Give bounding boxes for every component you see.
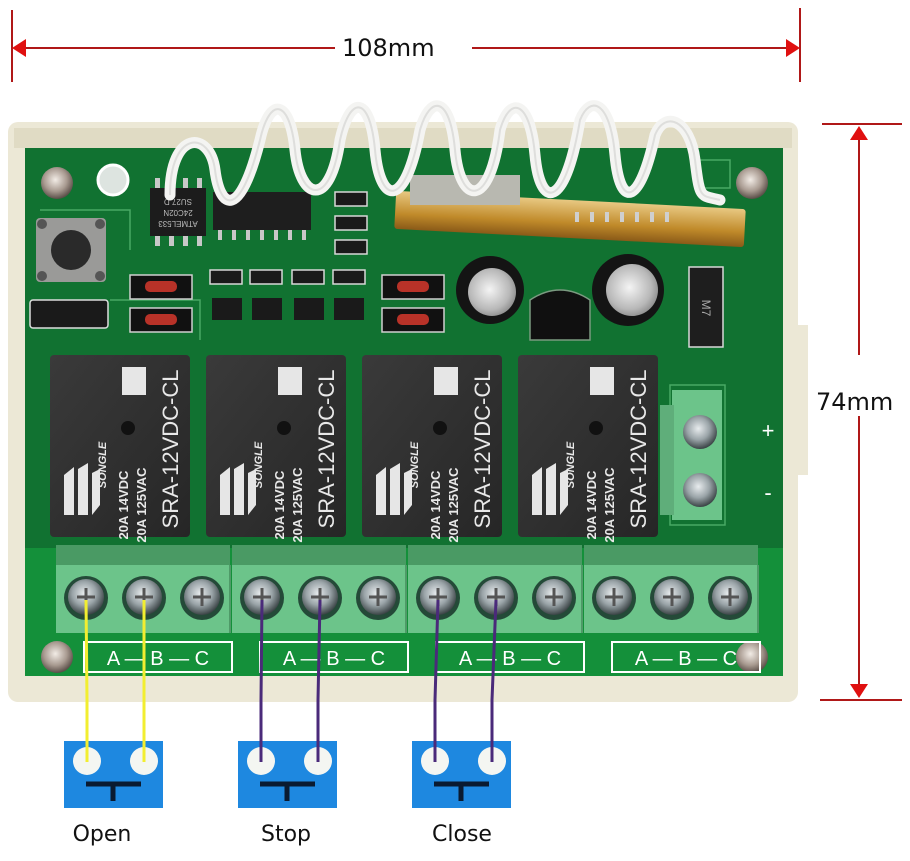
songle-logo-icon	[376, 367, 458, 515]
switch-symbol-icon	[434, 781, 489, 801]
right-arrowhead-icon	[786, 39, 800, 57]
antenna-coil-shade	[169, 104, 721, 202]
power-terminal: + -	[660, 390, 774, 520]
relay-brand: SONGLE	[253, 441, 265, 488]
terminal-label: A — B — C	[459, 648, 561, 670]
relay-model: SRA-12VDC-CL	[314, 370, 339, 529]
screw-icon	[41, 167, 73, 199]
width-dimension	[11, 8, 801, 82]
switch-symbol-icon	[260, 781, 315, 801]
enclosure-tab	[790, 325, 808, 475]
relay-vent-hole	[277, 421, 291, 435]
plus-label: +	[762, 418, 775, 443]
ul-mark-icon	[122, 367, 146, 395]
terminal-group: A — B — C	[232, 545, 409, 673]
screw-icon	[736, 167, 768, 199]
relay-model: SRA-12VDC-CL	[626, 370, 651, 529]
smd-resistors	[209, 191, 368, 285]
wires	[84, 599, 498, 760]
chip-marking: 24C02N	[163, 208, 193, 217]
ul-mark-icon	[278, 367, 302, 395]
songle-logo-icon	[220, 367, 302, 515]
terminal-label: A — B — C	[635, 648, 737, 670]
ul-mark-icon	[590, 367, 614, 395]
left-arrowhead-icon	[12, 39, 26, 57]
wire	[316, 599, 322, 760]
chip-marking: ATMEL533	[158, 219, 198, 228]
relay-rating-dc: 20A 14VDC	[272, 470, 287, 539]
relay-vent-hole	[121, 421, 135, 435]
screw-icon	[41, 641, 73, 673]
relay-rating-dc: 20A 14VDC	[116, 470, 131, 539]
relay-model: SRA-12VDC-CL	[158, 370, 183, 529]
wire	[433, 599, 440, 760]
wire	[259, 599, 264, 760]
relay-rating-ac: 20A 125VAC	[134, 467, 149, 543]
up-arrowhead-icon	[850, 126, 868, 140]
terminal-group: A — B — C	[408, 545, 585, 673]
pushbutton-open[interactable]	[64, 741, 163, 808]
relay-rating-ac: 20A 125VAC	[602, 467, 617, 543]
terminal-top	[408, 545, 582, 567]
relay-rating-ac: 20A 125VAC	[290, 467, 305, 543]
height-label: 74mm	[816, 388, 894, 416]
relay-brand: SONGLE	[97, 441, 109, 488]
relay-rating-ac: 20A 125VAC	[446, 467, 461, 543]
width-label: 108mm	[342, 34, 435, 62]
relay-model: SRA-12VDC-CL	[470, 370, 495, 529]
down-arrowhead-icon	[850, 684, 868, 698]
terminal-top	[584, 545, 758, 567]
diode-marking: M7	[699, 300, 713, 317]
diodes	[129, 274, 445, 333]
relay-rating-dc: 20A 14VDC	[428, 470, 443, 539]
screw-icon	[683, 473, 717, 507]
pushbutton-close[interactable]	[412, 741, 511, 808]
terminal-label-box	[611, 641, 761, 673]
wire	[490, 599, 498, 760]
enclosure-inner-edge	[14, 128, 792, 148]
screw-icon	[736, 641, 768, 673]
chip-marking: SU27 D	[164, 197, 192, 206]
pushbuttons	[64, 741, 511, 808]
tactile-switch	[36, 218, 106, 282]
terminal-label-box	[83, 641, 233, 673]
height-dimension	[820, 123, 902, 701]
open-button-label: Open	[72, 822, 132, 847]
songle-logo-icon	[532, 367, 614, 515]
terminal-top	[232, 545, 406, 567]
terminal-label: A — B — C	[283, 648, 385, 670]
relay-rating-dc: 20A 14VDC	[584, 470, 599, 539]
terminal-group: A — B — C	[584, 545, 761, 673]
relay-brand: SONGLE	[565, 441, 577, 488]
ul-mark-icon	[434, 367, 458, 395]
led-icon	[96, 163, 130, 197]
relay-vent-hole	[589, 421, 603, 435]
eeprom-chip: ATMEL533 24C02N SU27 D	[150, 178, 206, 246]
transistors	[212, 298, 364, 320]
jumper-header	[29, 299, 109, 329]
terminal-top	[56, 545, 230, 567]
terminal-blocks: A — B — C A — B — C A — B — C A — B — C	[56, 545, 761, 673]
wire	[84, 599, 89, 760]
relay-vent-hole	[433, 421, 447, 435]
minus-label: -	[764, 480, 771, 505]
capacitors	[456, 254, 664, 326]
pushbutton-stop[interactable]	[238, 741, 337, 808]
relay-brand: SONGLE	[409, 441, 421, 488]
voltage-regulator	[529, 289, 591, 341]
songle-logo-icon	[64, 367, 146, 515]
close-button-label: Close	[432, 822, 492, 847]
switch-symbol-icon	[86, 781, 141, 801]
stop-button-label: Stop	[260, 822, 311, 847]
m7-diode: M7	[688, 266, 724, 348]
screw-icon	[683, 415, 717, 449]
terminal-group: A — B — C	[56, 545, 233, 673]
terminal-label: A — B — C	[107, 648, 209, 670]
